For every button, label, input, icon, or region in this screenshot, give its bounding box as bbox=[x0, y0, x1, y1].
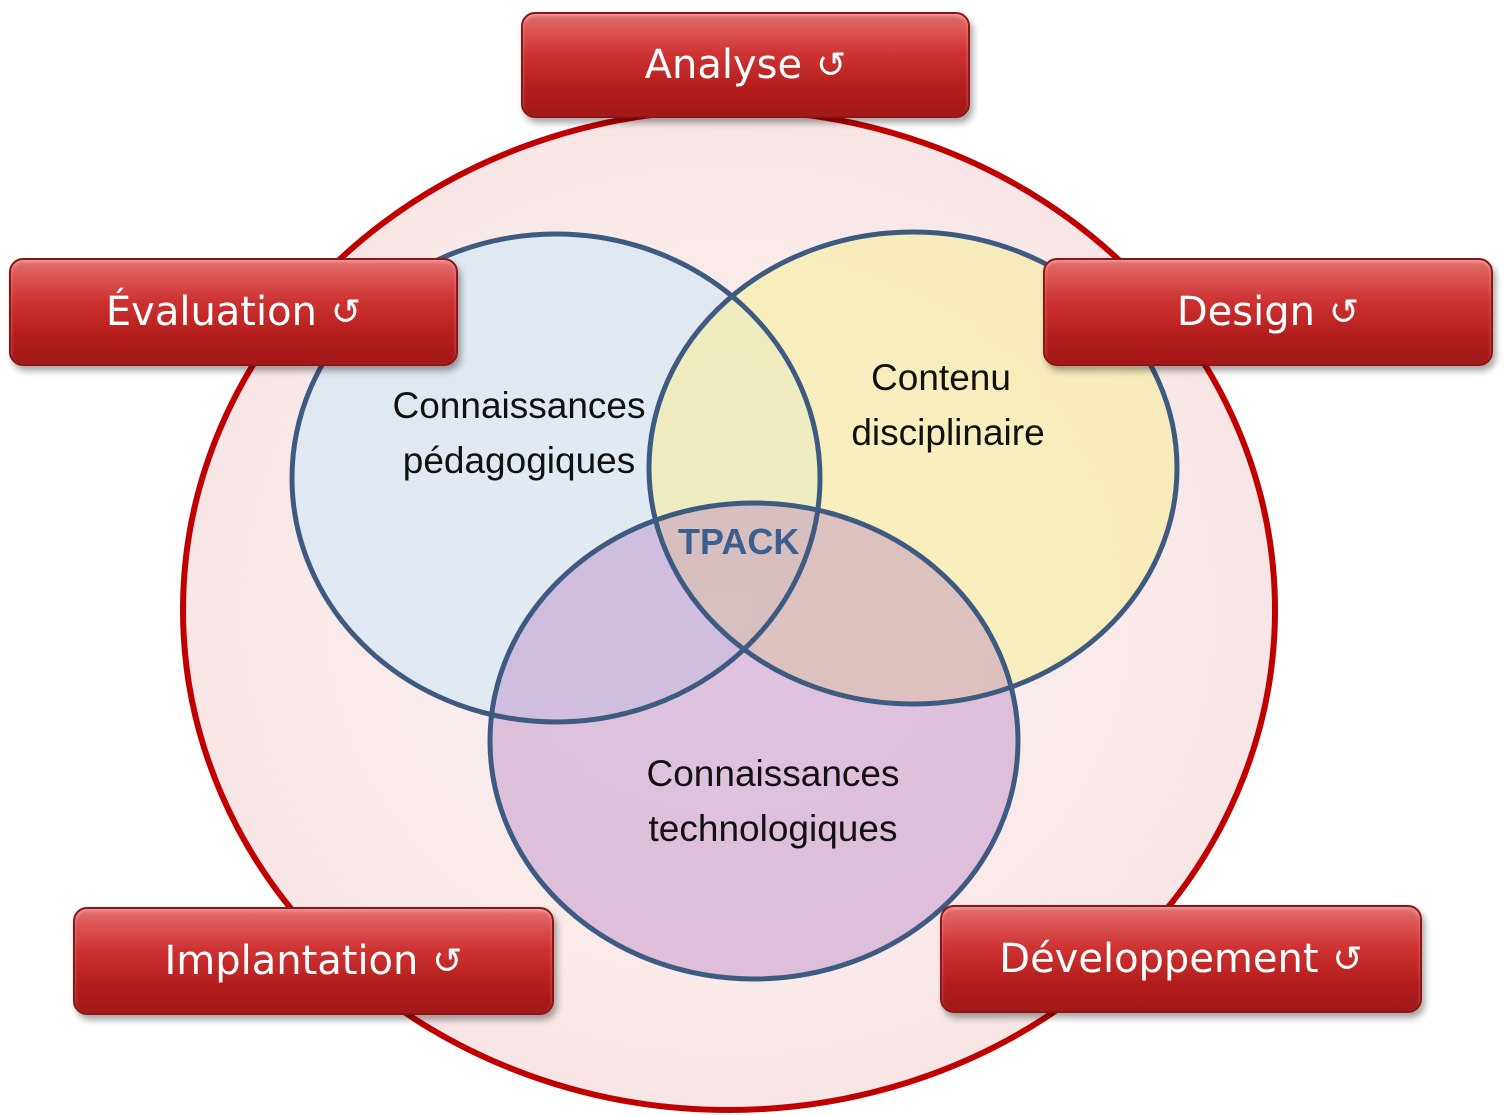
cycle-arrow-icon: ↺ bbox=[432, 940, 463, 982]
content-knowledge-outline bbox=[646, 229, 1180, 707]
stage-evaluation-label: Évaluation bbox=[105, 289, 317, 335]
cycle-arrow-icon: ↺ bbox=[816, 44, 847, 86]
stage-design-label: Design bbox=[1176, 289, 1315, 335]
pedagogical-knowledge-label: Connaissances pédagogiques bbox=[381, 378, 657, 488]
cycle-arrow-icon: ↺ bbox=[330, 291, 362, 333]
cycle-arrow-icon: ↺ bbox=[1332, 938, 1363, 980]
pedagogical-knowledge-label-line1: Connaissances bbox=[392, 385, 646, 426]
technology-knowledge-circle bbox=[490, 503, 1018, 979]
stage-analyse-label: Analyse bbox=[644, 42, 803, 88]
stage-evaluation-button[interactable]: Évaluation ↺ bbox=[9, 258, 458, 366]
technology-knowledge-outline bbox=[487, 500, 1021, 982]
pedagogical-knowledge-label-line2: pédagogiques bbox=[402, 440, 636, 481]
cycle-arrow-icon: ↺ bbox=[1328, 291, 1360, 333]
tpack-core-label: TPACK bbox=[678, 521, 800, 562]
content-knowledge-label: Contenu disciplinaire bbox=[830, 350, 1066, 460]
content-knowledge-label-line2: disciplinaire bbox=[851, 412, 1045, 453]
stage-analyse-button[interactable]: Analyse ↺ bbox=[521, 12, 970, 118]
technology-knowledge-label: Connaissances technologiques bbox=[620, 746, 926, 856]
content-knowledge-label-line1: Contenu bbox=[871, 357, 1011, 398]
technology-knowledge-label-line1: Connaissances bbox=[646, 753, 900, 794]
stage-implantation-label: Implantation bbox=[164, 938, 419, 984]
technology-knowledge-label-line2: technologiques bbox=[648, 808, 898, 849]
stage-implantation-button[interactable]: Implantation ↺ bbox=[73, 907, 554, 1015]
stage-design-button[interactable]: Design ↺ bbox=[1043, 258, 1493, 366]
pedagogical-knowledge-outline bbox=[289, 231, 823, 725]
stage-developpement-button[interactable]: Développement ↺ bbox=[940, 905, 1422, 1013]
stage-developpement-label: Développement bbox=[999, 936, 1319, 982]
